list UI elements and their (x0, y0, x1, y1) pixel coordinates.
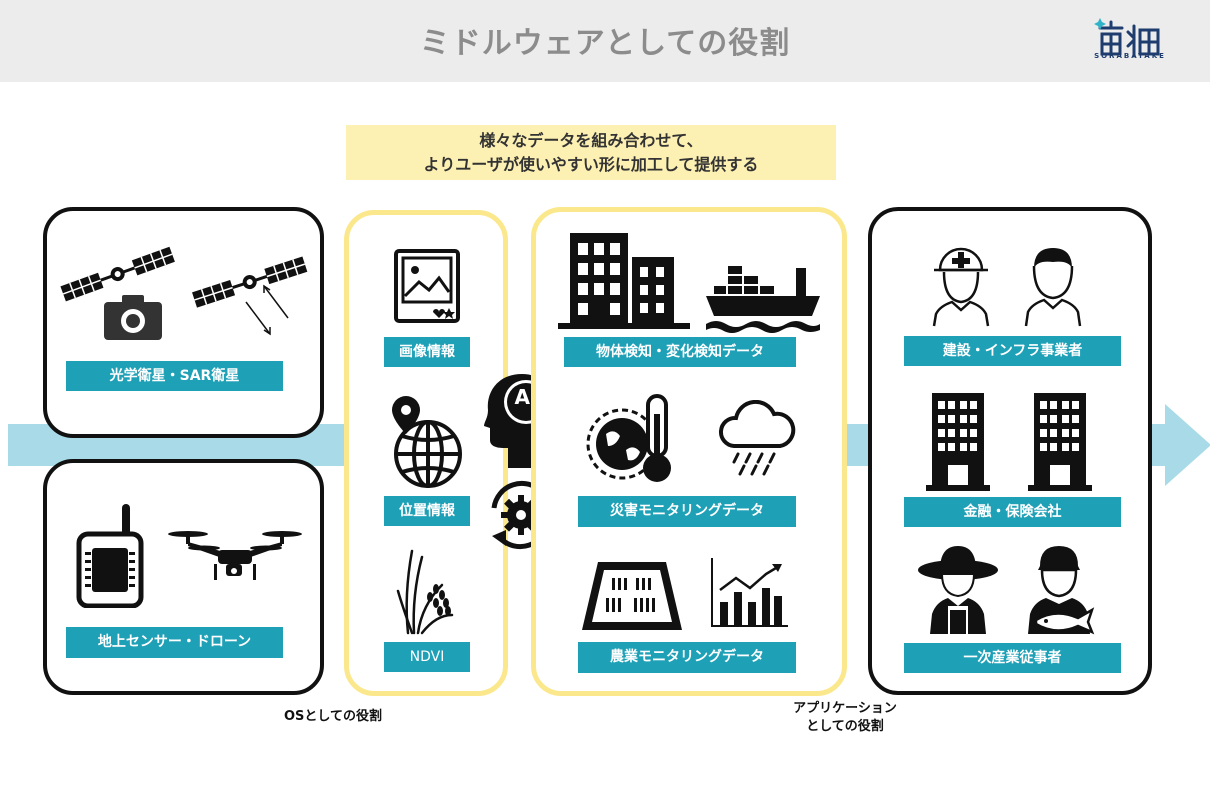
satellite-source-box (43, 207, 324, 438)
cargo-ship-icon (706, 266, 820, 333)
office-building-icon (926, 393, 990, 491)
object-detection-label: 物体検知・変化検知データ (564, 337, 796, 367)
office-worker-icon (1024, 248, 1082, 327)
fisherman-icon (1028, 546, 1095, 635)
image-icon (394, 249, 460, 323)
primary-industry-label: 一次産業従事者 (904, 643, 1121, 673)
buildings-icon (558, 233, 690, 329)
office-building-icon-2 (1028, 393, 1092, 491)
ndvi-label: NDVI (384, 642, 470, 672)
farmer-icon (918, 546, 998, 634)
image-info-label: 画像情報 (384, 337, 470, 367)
callout-line-1: 様々なデータを組み合わせて、 (479, 131, 703, 150)
ground-label: 地上センサー・ドローン (66, 627, 283, 658)
satellite-icon (60, 246, 175, 302)
flow-arrow-icon (1165, 404, 1210, 486)
satellite-label: 光学衛星・SAR衛星 (66, 361, 283, 391)
construction-label: 建設・インフラ事業者 (904, 336, 1121, 366)
radar-arrows-icon (245, 284, 289, 336)
callout-banner: 様々なデータを組み合わせて、 よりユーザが使いやすい形に加工して提供する (346, 125, 836, 180)
application-role-caption: アプリケーション としての役割 (770, 700, 920, 736)
header-bar (0, 0, 1210, 82)
os-role-caption: OSとしての役割 (283, 709, 383, 724)
bar-chart-icon (711, 558, 788, 627)
users-box (868, 207, 1152, 695)
construction-worker-icon (932, 247, 990, 327)
drone-icon (168, 531, 302, 580)
ground-sensor-icon (76, 504, 144, 608)
disaster-monitoring-label: 災害モニタリングデータ (578, 496, 796, 527)
globe-pin-icon (392, 396, 462, 488)
location-info-label: 位置情報 (384, 496, 470, 526)
rice-plant-icon (396, 549, 454, 635)
earth-thermometer-icon (586, 394, 671, 482)
sorabatake-logo (1094, 18, 1160, 58)
agriculture-monitoring-label: 農業モニタリングデータ (578, 642, 796, 673)
field-icon (582, 562, 682, 630)
camera-icon (104, 295, 162, 340)
rain-cloud-icon (718, 400, 796, 476)
callout-line-2: よりユーザが使いやすい形に加工して提供する (423, 155, 759, 174)
finance-label: 金融・保険会社 (904, 497, 1121, 527)
application-role-caption-line-1: アプリケーション (793, 701, 897, 716)
logo-text: SORABATAKE (1094, 52, 1166, 60)
sar-satellite-icon (192, 256, 308, 308)
application-role-caption-line-2: としての役割 (806, 719, 884, 734)
page-title: ミドルウェアとしての役割 (419, 26, 791, 61)
